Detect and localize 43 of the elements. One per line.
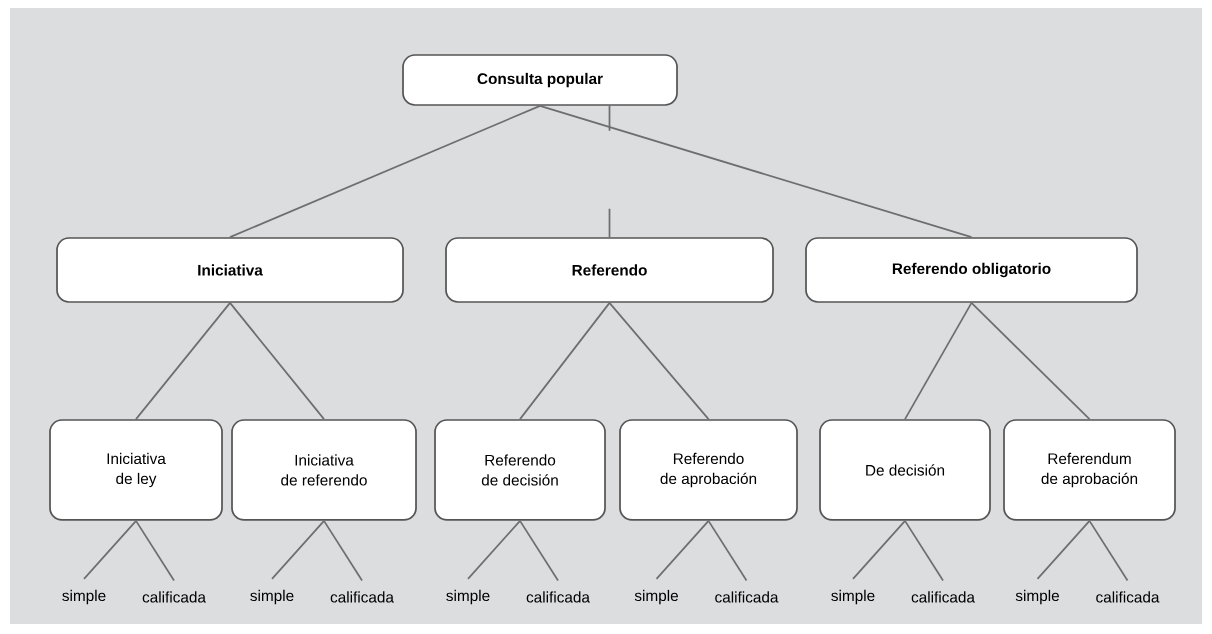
subcategory-box: Referendo de aprobación [619,419,798,521]
subcategory-box: Referendo de decisión [434,419,606,521]
leaf-label: calificada [1096,591,1160,603]
leaf-label: simple [634,589,678,605]
connector-line [608,105,611,238]
subcategory-box: De decisión [819,419,991,521]
connector-line [229,105,541,238]
leaf-label: calificada [526,591,590,603]
connector-line [135,302,231,420]
connector-line [852,520,906,580]
subcategory-box: Iniciativa de referendo [231,419,417,521]
connector-line [539,105,973,238]
connector-line [608,302,710,420]
connector-line [707,520,748,582]
leaf-label: calificada [330,591,394,603]
connector-line [1036,520,1091,580]
leaf-label: simple [446,589,490,605]
leaf-label: simple [831,589,875,605]
connector-line [323,520,363,582]
connector-line [904,302,973,420]
connector-line [83,520,137,580]
category-box: Referendo obligatorio [805,237,1138,303]
category-box: Iniciativa [56,237,404,303]
connector-line [135,520,175,582]
leaf-label: simple [1015,589,1059,605]
connector-line [904,520,944,582]
connector-line [229,302,325,420]
connector-line [970,302,1091,420]
connector-line [1088,520,1129,582]
leaf-label: calificada [142,591,206,603]
connector-line [655,520,710,580]
subcategory-box: Referendum de aprobación [1003,419,1176,521]
subcategory-box: Iniciativa de ley [49,419,223,521]
connector-line [271,520,325,580]
leaf-label: calificada [911,591,975,603]
connector-line [519,520,559,582]
leaf-label: simple [62,589,106,605]
category-box: Referendo [445,237,774,303]
connector-line [467,520,521,580]
connector-line [519,302,611,420]
root-box: Consulta popular [402,54,678,106]
leaf-label: simple [250,589,294,605]
leaf-label: calificada [715,591,779,603]
